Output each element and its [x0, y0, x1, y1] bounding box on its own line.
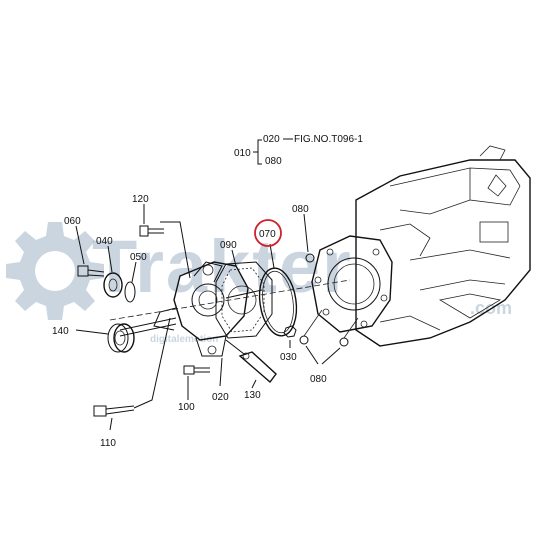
transmission-case	[355, 145, 531, 347]
part-060-bolt	[75, 225, 105, 277]
trakter-watermark: Trakter .com digitalemotion	[6, 222, 512, 345]
o-ring-070	[258, 267, 298, 337]
center-line	[109, 279, 351, 321]
label-100: 100	[178, 402, 195, 413]
part-labels: 060 040 050 120 090 080 140 030 080 100 …	[52, 194, 327, 449]
case-flange	[311, 235, 393, 333]
part-140-seal	[75, 323, 135, 353]
ref-bottom: 080	[265, 156, 282, 167]
label-050: 050	[130, 252, 147, 263]
label-080-bottom: 080	[310, 374, 327, 385]
figure-reference: 010 020 FIG.NO.T096-1 080	[234, 134, 363, 167]
ref-prefix: 010	[234, 148, 251, 159]
label-060: 060	[64, 216, 81, 227]
gear-icon	[6, 222, 104, 320]
label-130: 130	[244, 390, 261, 401]
part-120-bolt	[139, 204, 191, 279]
part-080-washer-top	[303, 213, 315, 263]
highlight-circle	[254, 219, 282, 247]
label-030: 030	[280, 352, 297, 363]
part-100-bolt	[183, 365, 210, 400]
part-050-ring	[124, 261, 137, 303]
label-140: 140	[52, 326, 69, 337]
watermark-tagline: digitalemotion	[150, 334, 218, 345]
pump-assembly	[119, 261, 263, 357]
label-080-top: 080	[292, 204, 309, 215]
ref-text: FIG.NO.T096-1	[294, 134, 363, 145]
label-020: 020	[212, 392, 229, 403]
part-030-nut	[283, 325, 297, 348]
label-110: 110	[100, 438, 116, 449]
part-080-washers-bottom	[299, 309, 359, 365]
label-070: 070	[259, 229, 276, 240]
highlight-070[interactable]: 070	[254, 219, 282, 247]
watermark-brand: Trakter	[92, 225, 353, 308]
part-040-plug	[103, 245, 123, 298]
part-110-bolt	[93, 317, 171, 431]
label-120: 120	[132, 194, 149, 205]
ref-bracket	[257, 139, 262, 165]
ref-top: 020	[263, 134, 280, 145]
part-130-lever	[225, 339, 277, 389]
label-090: 090	[220, 240, 237, 251]
label-040: 040	[96, 236, 113, 247]
